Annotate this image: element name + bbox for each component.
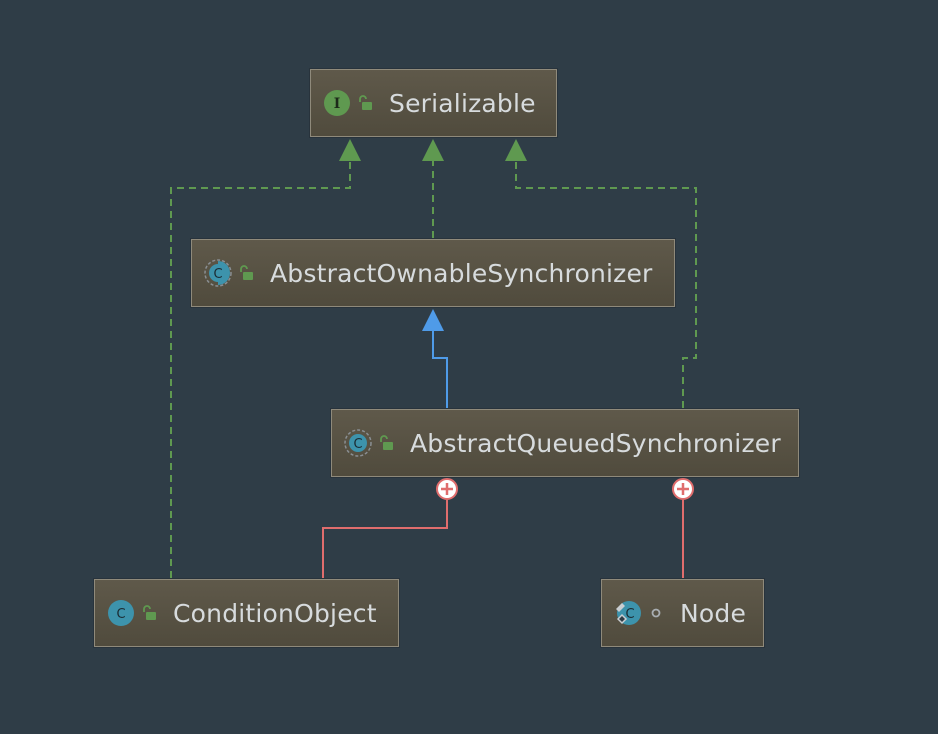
svg-text:C: C bbox=[116, 607, 125, 622]
arrowhead-aos-serializable bbox=[422, 139, 444, 161]
inner-class-marker-conditionobject bbox=[436, 478, 458, 500]
svg-text:C: C bbox=[353, 437, 362, 452]
node-serializable[interactable]: I Serializable bbox=[310, 69, 557, 137]
package-private-icon bbox=[648, 604, 664, 622]
svg-text:C: C bbox=[625, 607, 634, 622]
node-label: Serializable bbox=[389, 88, 536, 118]
node-abstract-ownable-synchronizer[interactable]: C AbstractOwnableSynchronizer bbox=[191, 239, 675, 307]
inner-class-marker-node bbox=[672, 478, 694, 500]
edge-aqs-extends-aos bbox=[432, 330, 448, 408]
arrowhead-aqs-serializable bbox=[505, 139, 527, 161]
node-label: AbstractOwnableSynchronizer bbox=[270, 258, 653, 288]
arrowhead-aqs-aos bbox=[422, 309, 444, 331]
node-node[interactable]: C Node bbox=[601, 579, 764, 647]
public-lock-icon bbox=[141, 604, 157, 622]
interface-icon: I bbox=[323, 89, 351, 117]
public-lock-icon bbox=[238, 264, 254, 282]
edge-conditionobject-inner-aqs bbox=[322, 500, 448, 578]
public-lock-icon bbox=[378, 434, 394, 452]
node-label: AbstractQueuedSynchronizer bbox=[410, 428, 781, 458]
arrowhead-conditionobject-serializable bbox=[339, 139, 361, 161]
node-abstract-queued-synchronizer[interactable]: C AbstractQueuedSynchronizer bbox=[331, 409, 799, 477]
node-label: ConditionObject bbox=[173, 598, 377, 628]
edge-conditionobject-implements-serializable bbox=[170, 160, 351, 578]
public-lock-icon bbox=[357, 94, 373, 112]
class-icon: C bbox=[107, 599, 135, 627]
svg-text:I: I bbox=[334, 96, 341, 112]
svg-text:C: C bbox=[213, 267, 222, 282]
static-final-class-icon: C bbox=[614, 599, 642, 627]
abstract-class-icon: C bbox=[204, 259, 232, 287]
node-label: Node bbox=[680, 598, 747, 628]
edge-aqs-implements-serializable bbox=[515, 160, 697, 408]
node-condition-object[interactable]: C ConditionObject bbox=[94, 579, 399, 647]
abstract-class-icon: C bbox=[344, 429, 372, 457]
